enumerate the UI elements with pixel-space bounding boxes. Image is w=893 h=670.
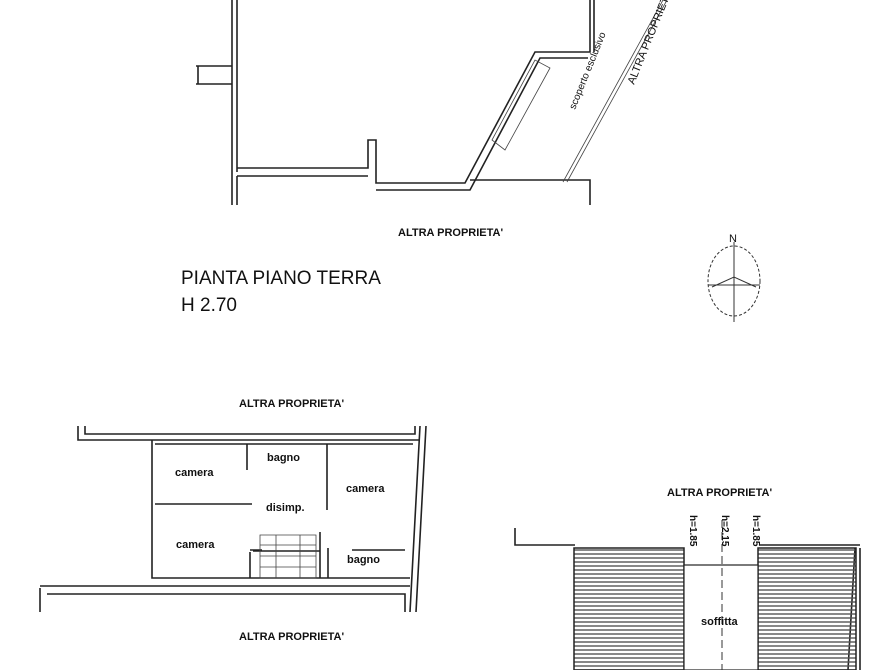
room-label-bagno: bagno (267, 452, 300, 464)
other-property-label-bottom: ALTRA PROPRIETA' (239, 631, 344, 643)
other-property-label-diagonal: ALTRA PROPRIETA' (626, 0, 675, 86)
room-label-camera: camera (176, 539, 215, 551)
other-property-label: ALTRA PROPRIETA' (398, 227, 503, 239)
north-label: N (729, 233, 737, 245)
height-label: h=1.85 (687, 515, 698, 547)
room-label-camera: camera (175, 467, 214, 479)
north-arrow-icon: N (707, 233, 761, 322)
attic-plan: ALTRA PROPRIETA' h=1.85 h=2.15 h=1.85 so… (514, 487, 861, 670)
plan-height: H 2.70 (181, 295, 237, 316)
room-label-disimpegno: disimp. (266, 502, 305, 514)
ground-floor-plan: scoperto esclusivo ALTRA PROPRIETA' ALTR… (181, 0, 675, 316)
other-property-label-attic: ALTRA PROPRIETA' (667, 487, 772, 499)
exclusive-yard-label: scoperto esclusivo (568, 30, 609, 111)
first-floor-plan: ALTRA PROPRIETA' camera bagno camera dis… (39, 398, 427, 643)
plan-title: PIANTA PIANO TERRA (181, 268, 381, 289)
other-property-label-top: ALTRA PROPRIETA' (239, 398, 344, 410)
height-label: h=1.85 (750, 515, 761, 547)
room-label-camera: camera (346, 483, 385, 495)
room-label-bagno: bagno (347, 554, 380, 566)
room-label-soffitta: soffitta (701, 616, 739, 628)
height-label: h=2.15 (719, 515, 730, 547)
